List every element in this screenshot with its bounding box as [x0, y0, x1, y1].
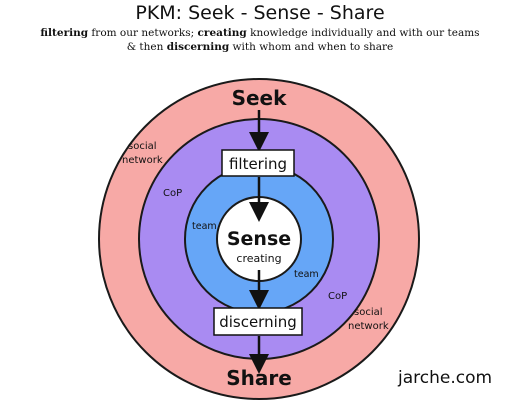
social-network-bottom-label-line2: network	[348, 321, 389, 332]
team-bottom-label: team	[294, 269, 319, 280]
cop-top-label: CoP	[163, 188, 182, 199]
social-network-top-label-line1: social	[128, 141, 157, 152]
social-network-top-label-line2: network	[122, 155, 163, 166]
discerning-label: discerning	[219, 313, 297, 331]
social-network-bottom-label-line1: social	[354, 307, 383, 318]
team-top-label: team	[192, 221, 217, 232]
subtitle-line-2-segment: discerning	[166, 41, 230, 53]
subtitle-line-1-segment: filtering	[40, 27, 89, 39]
credit-jarche: jarche.com	[398, 368, 493, 388]
subtitle-line-1-segment: from our networks;	[88, 27, 198, 39]
subtitle-line-2-segment: with whom and when to share	[229, 41, 394, 53]
subtitle-line-2: & then discerning with whom and when to …	[0, 41, 520, 53]
subtitle-line-1-segment: knowledge individually and with our team…	[246, 27, 480, 39]
share-label: Share	[226, 366, 292, 390]
seek-label: Seek	[232, 86, 288, 110]
subtitle-line-1-segment: creating	[197, 27, 247, 39]
sense-label: Sense	[227, 228, 291, 250]
page-title: PKM: Seek - Sense - Share	[135, 2, 385, 24]
filtering-box	[221, 149, 295, 177]
subtitle-line-2-segment: & then	[126, 41, 167, 53]
cop-bottom-label: CoP	[328, 291, 347, 302]
filtering-label: filtering	[229, 155, 287, 173]
discerning-box	[213, 307, 303, 336]
subtitle-line-1: filtering from our networks; creating kn…	[0, 27, 520, 39]
creating-label: creating	[236, 252, 281, 265]
